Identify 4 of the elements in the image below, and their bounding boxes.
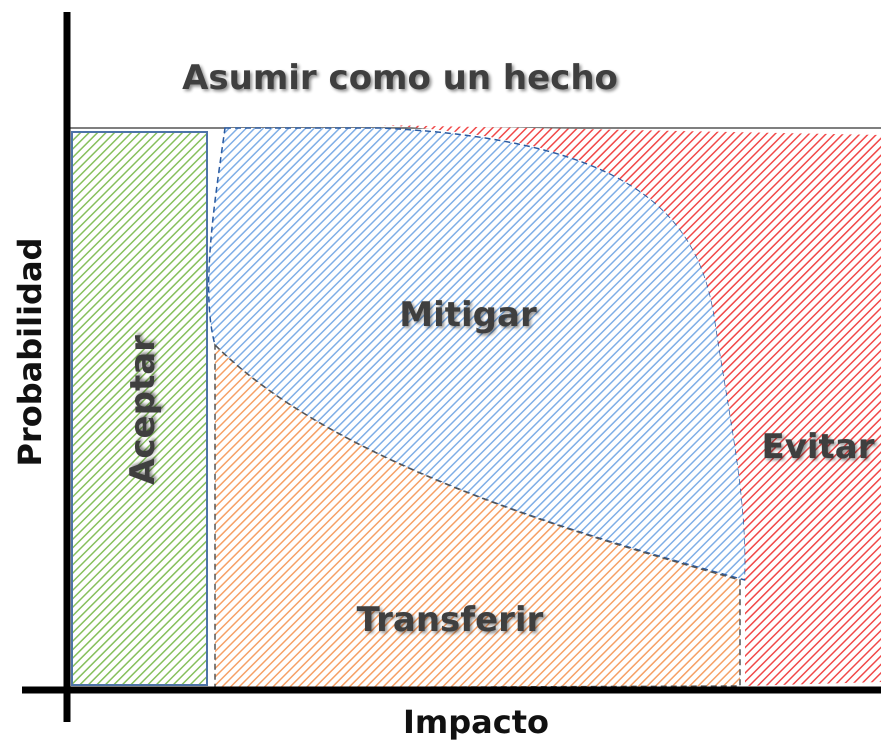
region-label: Aceptar <box>123 335 163 485</box>
region-label: Asumir como un hecho <box>182 58 618 98</box>
axis-title: Probabilidad <box>11 238 49 466</box>
axis-title: Impacto <box>403 703 549 741</box>
